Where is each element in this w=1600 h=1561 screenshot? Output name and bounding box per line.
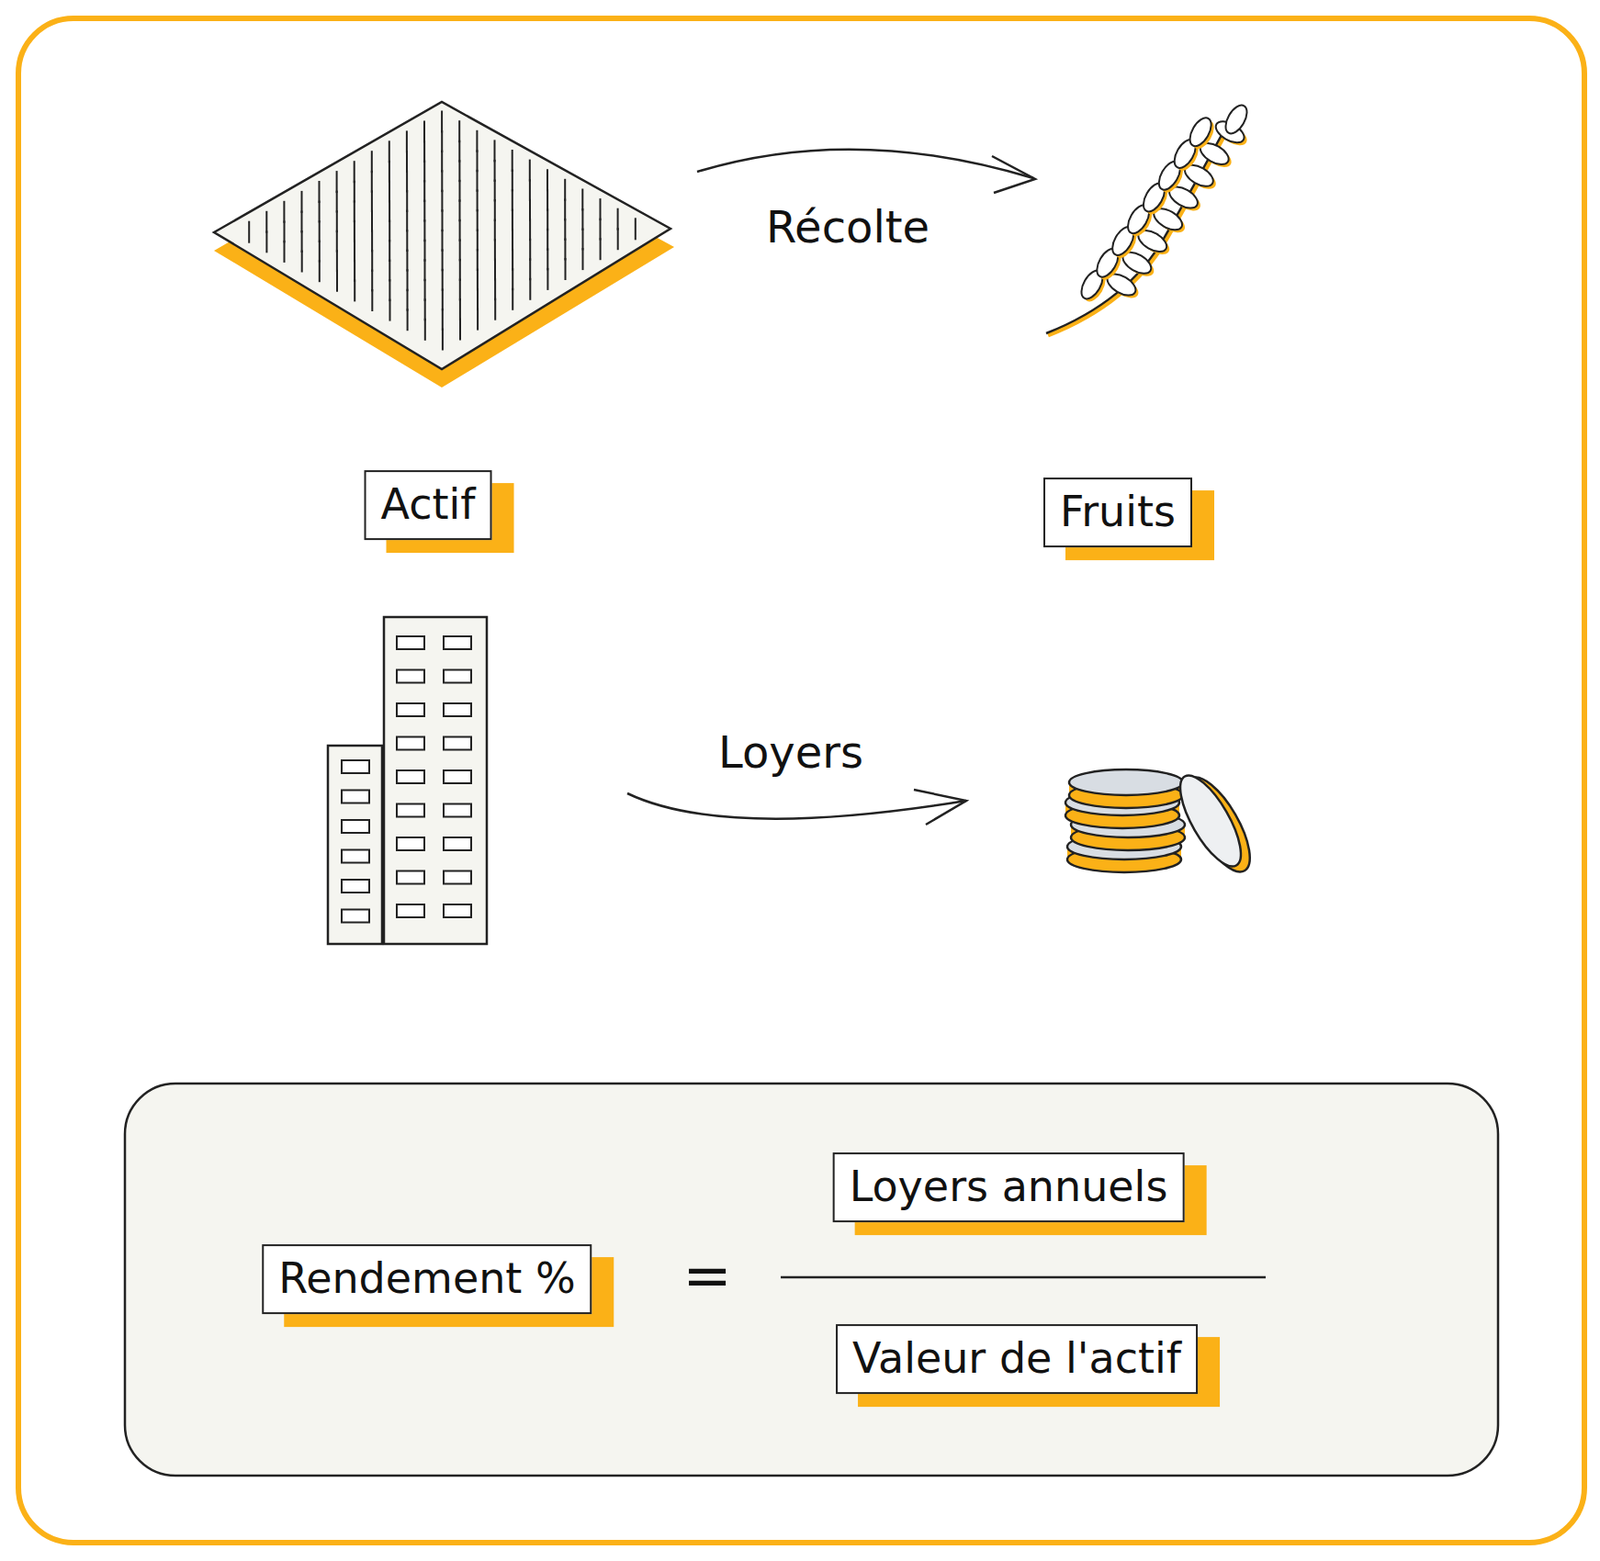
text-label: Loyers <box>718 726 864 778</box>
label-box: Rendement % <box>261 1244 592 1315</box>
label-box: Loyers annuels <box>833 1152 1185 1223</box>
text-label: = <box>682 1241 733 1310</box>
label-box: Actif <box>364 470 493 541</box>
box-text: Rendement % <box>278 1251 575 1308</box>
box-text: Loyers annuels <box>849 1160 1169 1216</box>
label-box: Valeur de l'actif <box>835 1324 1198 1395</box>
label-box: Fruits <box>1043 477 1193 548</box>
box-text: Fruits <box>1059 484 1176 541</box>
box-text: Actif <box>381 477 476 533</box>
text-label: Récolte <box>766 201 930 253</box>
box-text: Valeur de l'actif <box>852 1331 1182 1387</box>
